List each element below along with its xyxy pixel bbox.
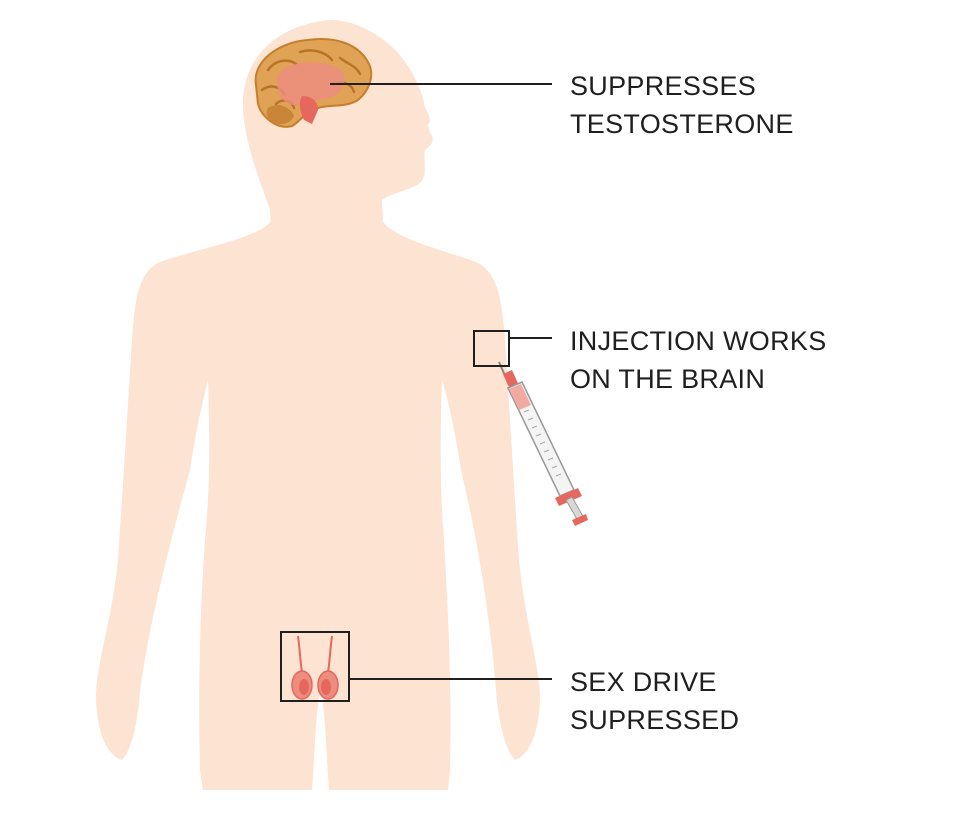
libido-callout-label: SEX DRIVE SUPRESSED (570, 663, 739, 739)
cerebellum (266, 105, 294, 125)
brain-callout-line-2: TESTOSTERONE (570, 109, 794, 139)
right-spermatic-cord (327, 635, 333, 673)
libido-callout-line-1: SEX DRIVE (570, 667, 717, 697)
syringe-liquid (509, 384, 531, 410)
libido-callout-line-2: SUPRESSED (570, 705, 740, 735)
testes-icon (291, 635, 339, 700)
torso-and-limbs-shape (96, 220, 540, 790)
brain-callout-label: SUPPRESSES TESTOSTERONE (570, 67, 794, 143)
brain-folds (260, 49, 362, 110)
brain-stem (299, 96, 318, 124)
left-spermatic-cord (297, 635, 303, 673)
brain-icon (254, 38, 373, 128)
brain-inner-region (277, 62, 345, 106)
injection-callout-line-2: ON THE BRAIN (570, 364, 766, 394)
syringe-icon (498, 361, 588, 526)
right-testicle-highlight (321, 679, 331, 695)
brain-callout-line-1: SUPPRESSES (570, 71, 757, 101)
injection-highlight-box (473, 330, 510, 367)
injection-callout-label: INJECTION WORKS ON THE BRAIN (570, 322, 827, 398)
syringe-flange (555, 488, 582, 506)
injection-callout-line-1: INJECTION WORKS (570, 326, 827, 356)
callout-markers (280, 83, 552, 702)
human-body-silhouette (96, 20, 540, 790)
left-testicle-highlight (299, 679, 309, 695)
syringe-plunger-cap (572, 514, 588, 526)
libido-highlight-box (280, 631, 350, 702)
syringe-graduations (523, 409, 562, 477)
